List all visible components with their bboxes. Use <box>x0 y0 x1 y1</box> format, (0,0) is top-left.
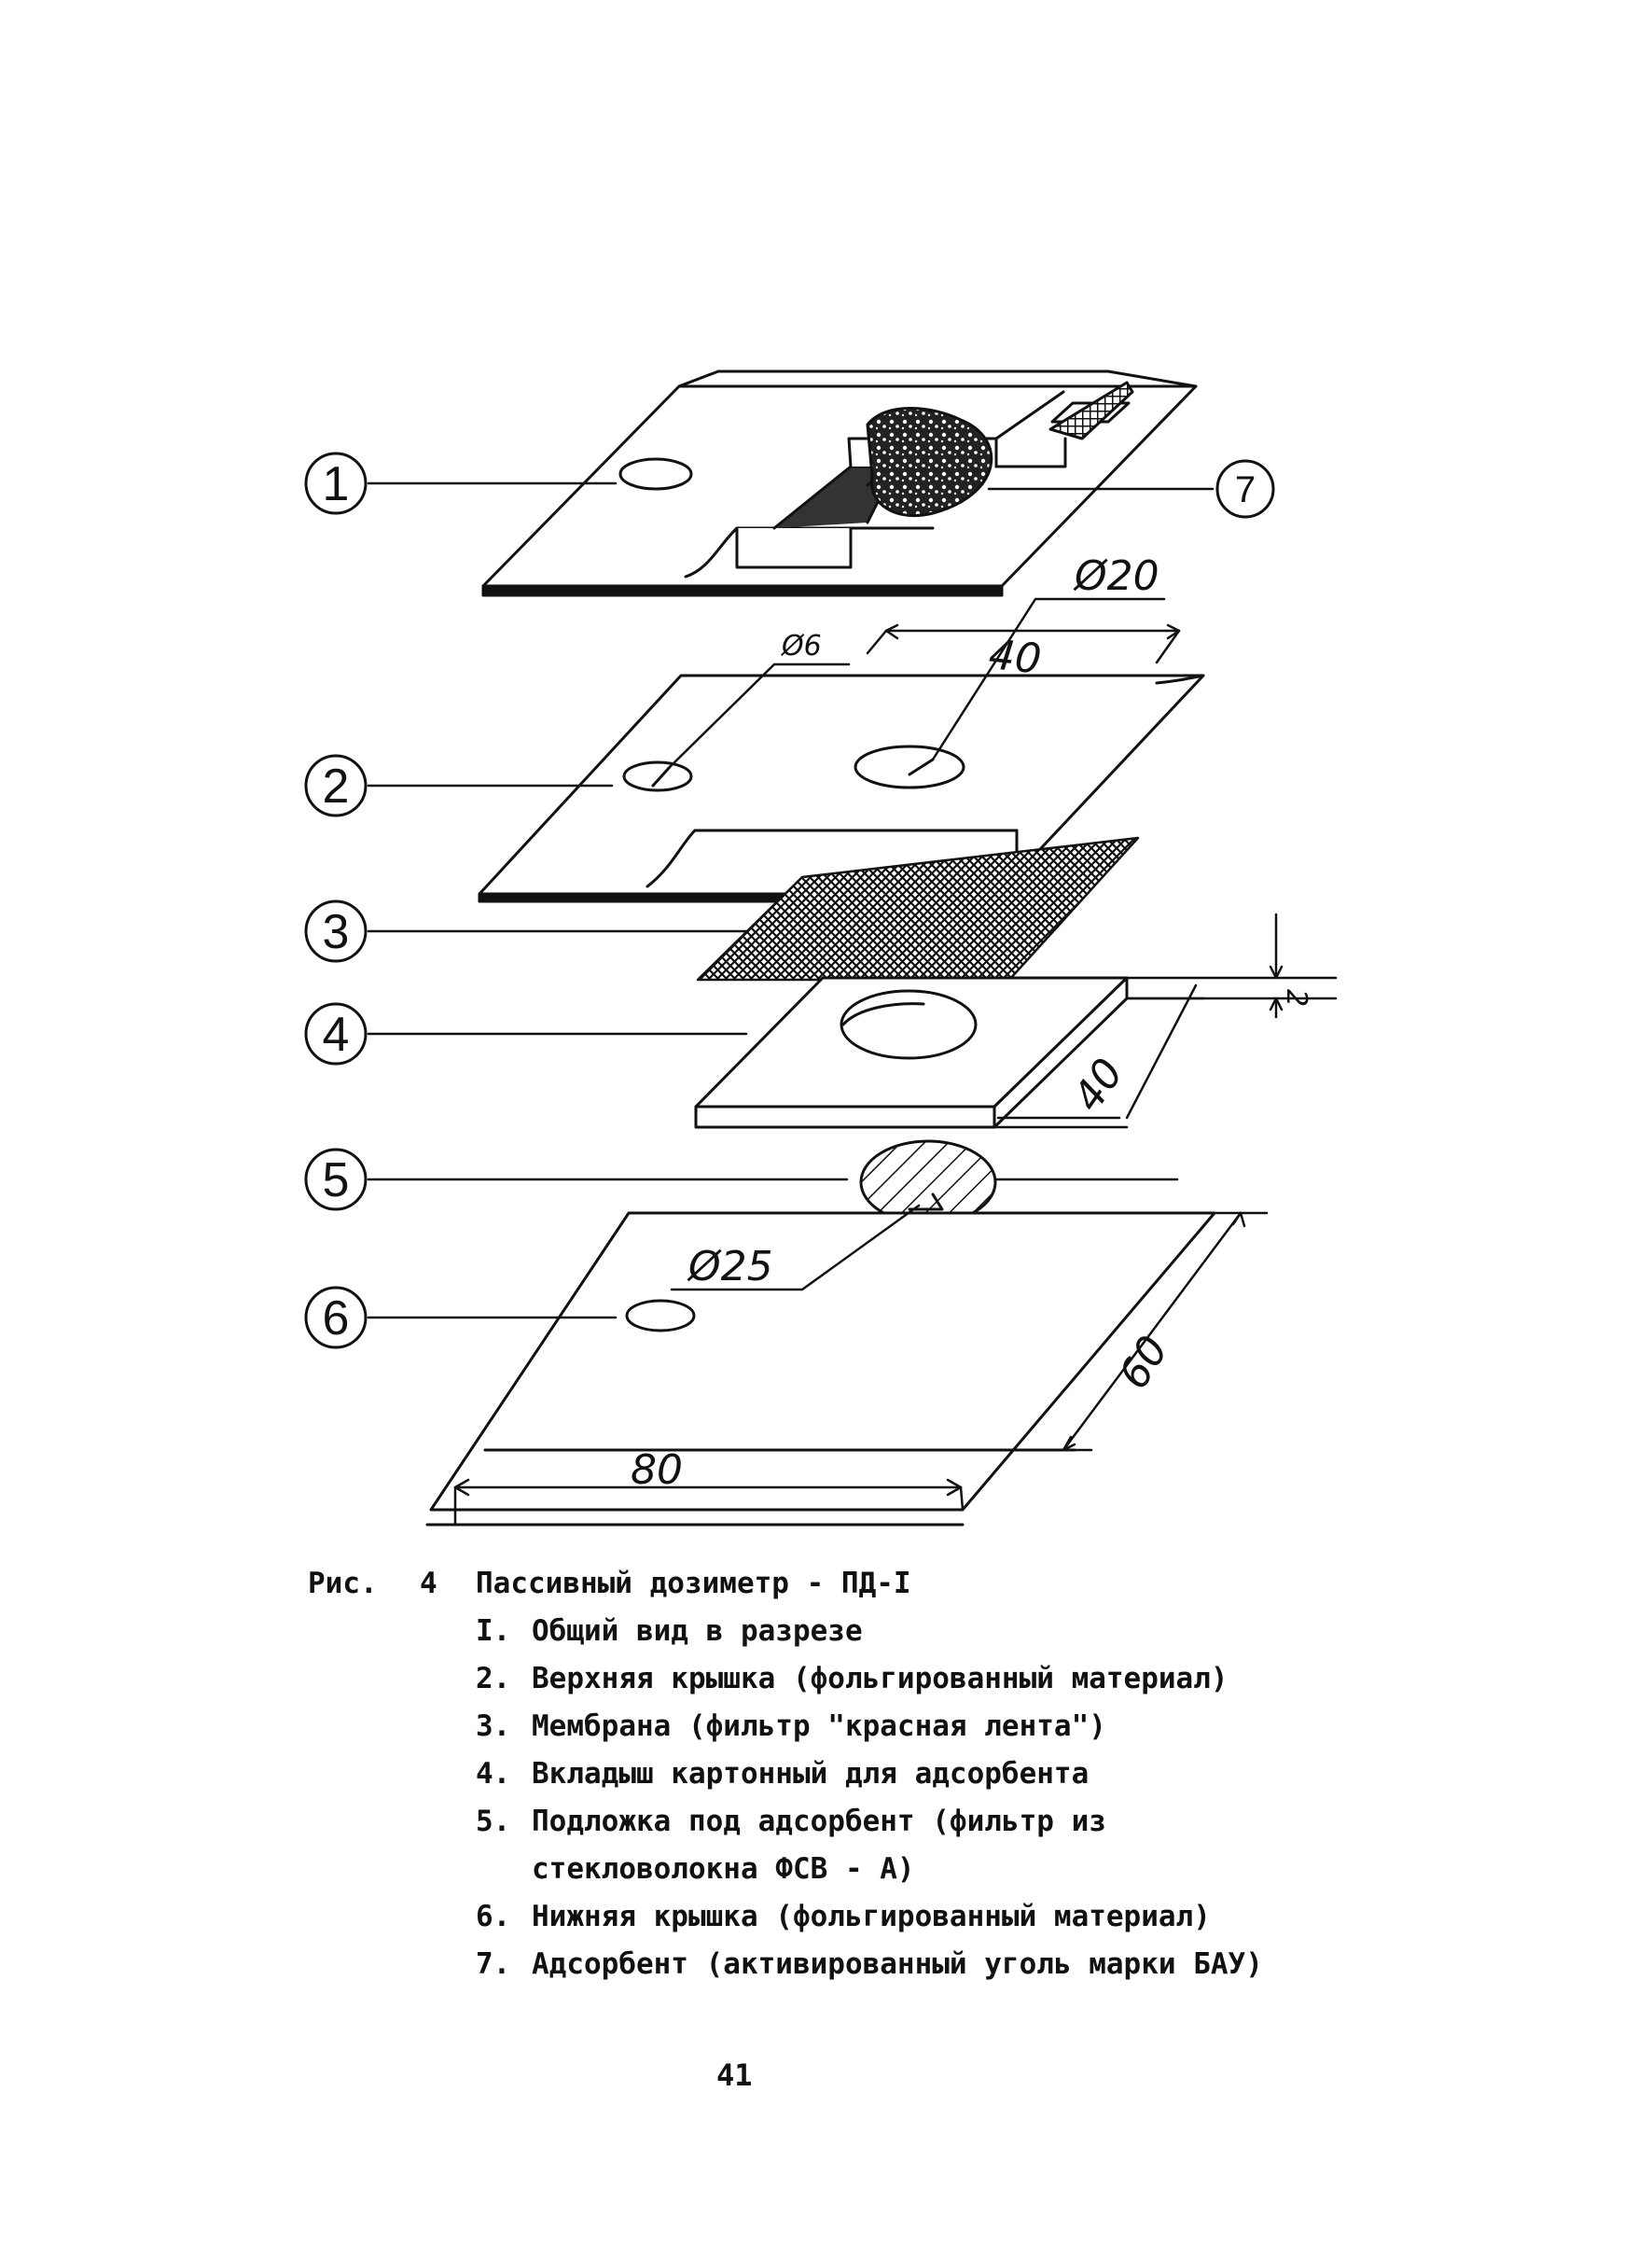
caption-title: Пассивный дозиметр - ПД-I <box>476 1567 911 1600</box>
caption-item-text: Мембрана (фильтр "красная лента") <box>532 1709 1106 1743</box>
caption-item-number: 5. <box>476 1805 511 1838</box>
dim-dia-20: Ø20 <box>1073 552 1159 600</box>
page-number: 41 <box>716 2057 753 2093</box>
callout-circles <box>304 452 1275 1349</box>
dim-thickness-2: 2 <box>1280 989 1312 1007</box>
part-6-lower-cover <box>425 1211 1216 1527</box>
caption-item: 2. Верхняя крышка (фольгированный матери… <box>308 1655 1334 1703</box>
dim-depth-60: 60 <box>1110 1328 1178 1398</box>
caption-item-number: 4. <box>476 1757 511 1791</box>
caption-item-number: I. <box>476 1614 511 1648</box>
caption-item: I. Общий вид в разрезе <box>308 1608 1334 1655</box>
part-1-assembly <box>481 370 1198 597</box>
part-5-substrate <box>859 1139 997 1225</box>
caption-figure-number: 4 <box>420 1567 437 1600</box>
caption-item-number: 6. <box>476 1900 511 1933</box>
callout-1: 1 <box>323 457 350 511</box>
caption-item-number: 7. <box>476 1947 511 1981</box>
dimension-lines <box>453 597 1338 1527</box>
dim-dia-6: Ø6 <box>780 630 822 662</box>
caption-item: 5. Подложка под адсорбент (фильтр из <box>308 1798 1334 1846</box>
dim-width-40-insert: 40 <box>1064 1050 1133 1120</box>
dim-width-80: 80 <box>631 1446 683 1494</box>
dim-dia-25: Ø25 <box>687 1243 773 1290</box>
caption-item-text: Верхняя крышка (фольгированный материал) <box>532 1662 1229 1695</box>
callout-2: 2 <box>323 760 350 814</box>
caption-item: 7. Адсорбент (активированный уголь марки… <box>308 1941 1334 1988</box>
caption-item: 6. Нижняя крышка (фольгированный материа… <box>308 1893 1334 1941</box>
caption-prefix: Рис. <box>308 1567 378 1600</box>
caption-item-text: Подложка под адсорбент (фильтр из <box>532 1805 1106 1838</box>
callout-5: 5 <box>323 1153 350 1207</box>
caption-item-text: Адсорбент (активированный уголь марки БА… <box>532 1947 1263 1981</box>
caption-item: 3. Мембрана (фильтр "красная лента") <box>308 1703 1334 1750</box>
callout-3: 3 <box>323 905 350 959</box>
callout-leaders <box>367 481 1215 1319</box>
part-4-insert <box>694 976 1129 1129</box>
figure-caption: Рис. 4 Пассивный дозиметр - ПД-I I. Общи… <box>308 1560 1334 1988</box>
caption-item-text: Нижняя крышка (фольгированный материал) <box>532 1900 1211 1933</box>
callout-4: 4 <box>323 1008 350 1062</box>
dim-width-40-top: 40 <box>987 631 1044 684</box>
dosimeter-exploded-drawing: 1 7 2 3 4 5 6 Ø20 Ø6 40 2 40 Ø25 60 80 <box>304 370 1338 1527</box>
caption-item-number: 2. <box>476 1662 511 1695</box>
caption-item-number <box>476 1846 532 1893</box>
caption-item-text: Вкладыш картонный для адсорбента <box>532 1757 1090 1791</box>
callout-6: 6 <box>323 1291 350 1346</box>
caption-title-row: Рис. 4 Пассивный дозиметр - ПД-I <box>308 1560 1334 1608</box>
caption-item: 4. Вкладыш картонный для адсорбента <box>308 1750 1334 1798</box>
caption-item-text: Общий вид в разрезе <box>532 1614 863 1648</box>
caption-item-continuation: стекловолокна ФСВ - А) <box>308 1846 1334 1893</box>
callout-7: 7 <box>1235 469 1256 510</box>
caption-item-number: 3. <box>476 1709 511 1743</box>
caption-item-text: стекловолокна ФСВ - А) <box>532 1852 915 1886</box>
